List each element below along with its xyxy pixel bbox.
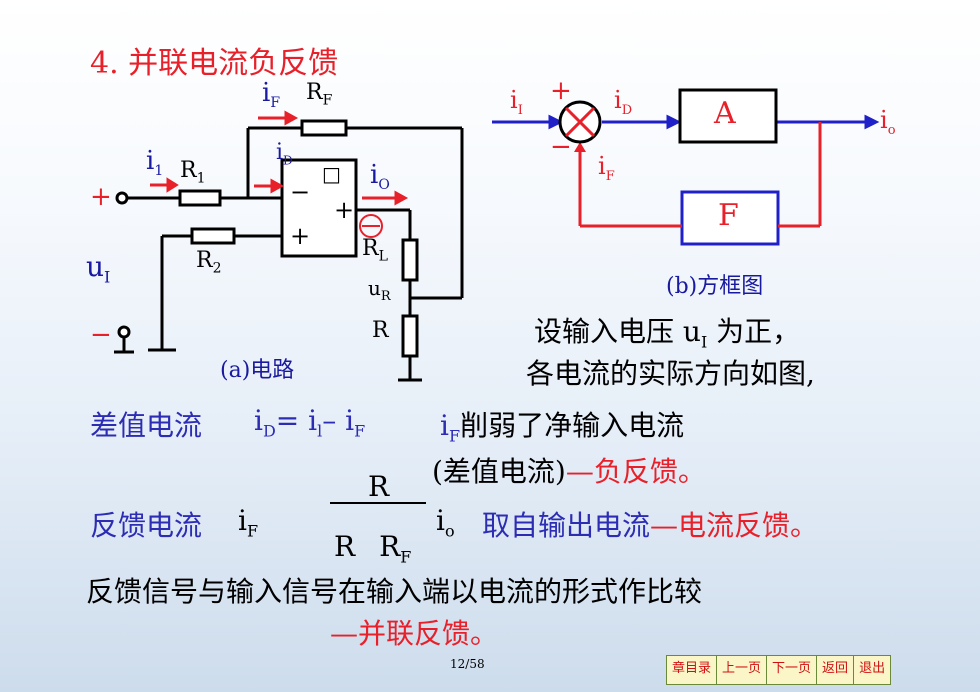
nav-next-button[interactable]: 下一页 [767,656,818,684]
parallel-feedback-text: —并联反馈。 [330,617,499,650]
label-i1: i1 [146,146,164,180]
block-a-label: A [714,96,736,131]
label-rl: RL [362,236,388,265]
negative-feedback-line: (差值电流)—负反馈。 [432,455,706,488]
caption-block: (b)方框图 [666,274,764,299]
page-number: 12/58 [450,657,485,671]
diff-current-eq: iD= il– iF [254,404,366,441]
block-ii: iI [510,86,523,118]
opamp-out-plus: + [334,196,355,224]
opamp-plus: + [290,222,311,250]
block-f-label: F [718,198,739,233]
label-r: R [372,318,389,343]
label-rf: RF [306,80,333,109]
opamp-symbol: □ [322,162,341,186]
label-r1: R1 [180,158,206,187]
diff-current-label: 差值电流 [90,409,203,442]
directions-text: 各电流的实际方向如图, [526,357,815,390]
input-minus: − [90,320,112,350]
block-if: iF [598,152,615,184]
fraction-bar [330,502,426,504]
weaken-text: iF削弱了净输入电流 [440,409,685,446]
block-io: io [880,106,896,138]
caption-circuit: (a)电路 [220,358,295,383]
nav-bar: 章目录 上一页 下一页 返回 退出 [666,655,892,685]
block-plus: + [550,76,572,106]
compare-text: 反馈信号与输入信号在输入端以电流的形式作比较 [86,575,703,608]
block-id: iD [614,86,633,118]
label-if-circuit: iF [262,78,281,112]
nav-exit-button[interactable]: 退出 [854,656,891,684]
feedback-io: io [436,504,455,541]
label-id-circuit: iD [276,140,293,168]
nav-chapter-index-button[interactable]: 章目录 [667,656,718,684]
feedback-i: iF [238,504,259,541]
fraction-numerator: R [368,470,390,503]
label-ur: uR [368,276,391,304]
block-a [678,88,778,144]
label-ui: uI [86,250,111,287]
label-r2: R2 [196,248,222,277]
label-io-circuit: iO [370,160,390,194]
nav-prev-button[interactable]: 上一页 [717,656,768,684]
page-title: 4. 并联电流负反馈 [90,46,339,81]
opamp-minus: − [290,178,311,206]
assume-text: 设输入电压 uI 为正， [534,315,801,352]
nav-back-button[interactable]: 返回 [817,656,855,684]
op-amp [280,158,358,258]
block-f [680,190,780,246]
block-minus: − [550,132,572,162]
input-plus: + [90,182,112,212]
current-feedback-line: 取自输出电流—电流反馈。 [482,509,819,542]
feedback-current-label: 反馈电流 [90,509,203,542]
